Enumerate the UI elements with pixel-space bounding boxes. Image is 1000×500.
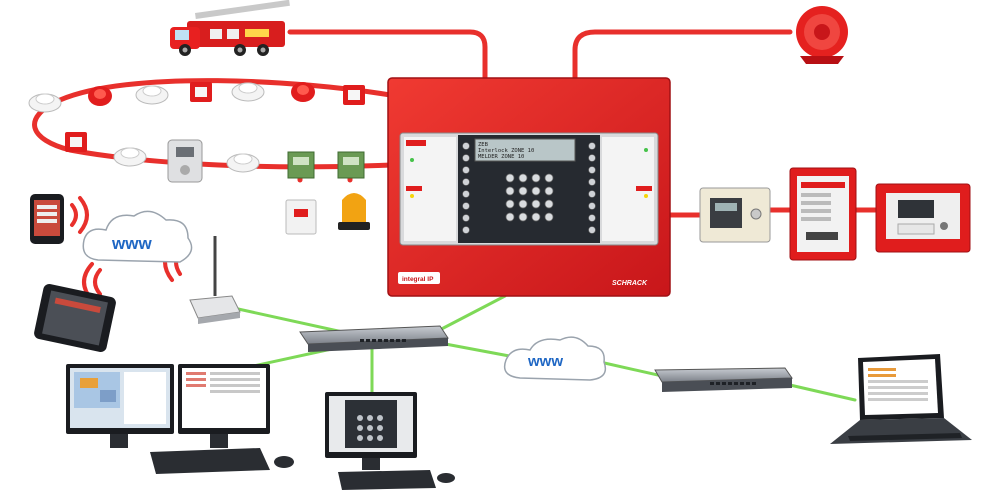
- network-switch-icon: [299, 325, 449, 352]
- panel-logo-schrack: SCHRACK: [612, 280, 648, 287]
- smoke-detector-icon: [231, 82, 265, 102]
- panel-display-line1: ZEB: [478, 142, 489, 148]
- fire-alarm-control-panel: ZEB Interlock ZONE 10 MELDER ZONE 10: [387, 77, 671, 297]
- io-module-icon: [337, 151, 365, 179]
- manual-call-point-icon: [343, 85, 365, 105]
- dual-monitor-workstation-icon: [66, 364, 294, 474]
- panel-keypad: [505, 173, 554, 222]
- cloud-label-left: www: [111, 234, 152, 253]
- panel-display-line3: MELDER ZONE 10: [478, 154, 524, 160]
- io-module-icon: [287, 151, 315, 179]
- panel-side-buttons: [462, 142, 596, 234]
- loop-devices: [28, 82, 370, 235]
- smoke-detector-icon: [113, 147, 147, 167]
- network-switch-icon-right: [654, 367, 793, 392]
- repeater-panel-icon: [875, 183, 971, 253]
- sounder-icon: [88, 86, 112, 106]
- tablet-icon: [34, 284, 116, 352]
- smartphone-icon: [30, 194, 64, 244]
- sounder-icon: [291, 82, 315, 102]
- fire-brigade-key-box-icon: [699, 187, 771, 243]
- beacon-icon: [338, 193, 370, 230]
- cable-truck: [287, 29, 488, 83]
- link-switch-cloud: [438, 341, 522, 360]
- internet-cloud-icon-center: www: [503, 336, 607, 381]
- fire-truck-icon: [170, 0, 290, 56]
- laptop-icon: [830, 354, 972, 444]
- smoke-detector-icon: [28, 93, 62, 113]
- link-switch2-laptop: [788, 383, 857, 402]
- cable-siren: [572, 29, 793, 83]
- wifi-router-icon: [189, 236, 241, 324]
- manual-call-point-icon: [190, 82, 212, 102]
- monitor-workstation-icon: [325, 392, 455, 490]
- control-switch-icon: [285, 199, 317, 235]
- panel-display-line2: Interlock ZONE 10: [478, 148, 534, 154]
- cloud-label-center: www: [527, 353, 563, 370]
- link-switch-panel: [428, 294, 507, 337]
- smoke-detector-icon: [226, 153, 260, 173]
- alarm-siren-icon: [796, 6, 848, 64]
- internet-cloud-icon: www: [82, 210, 193, 263]
- panel-status-leds: [406, 148, 652, 198]
- smoke-detector-icon: [135, 85, 169, 105]
- panel-logo-integral: integral IP: [402, 276, 434, 283]
- fire-brigade-panel-icon: [789, 167, 857, 261]
- manual-call-point-icon: [65, 132, 87, 152]
- gas-detector-icon: [167, 139, 203, 183]
